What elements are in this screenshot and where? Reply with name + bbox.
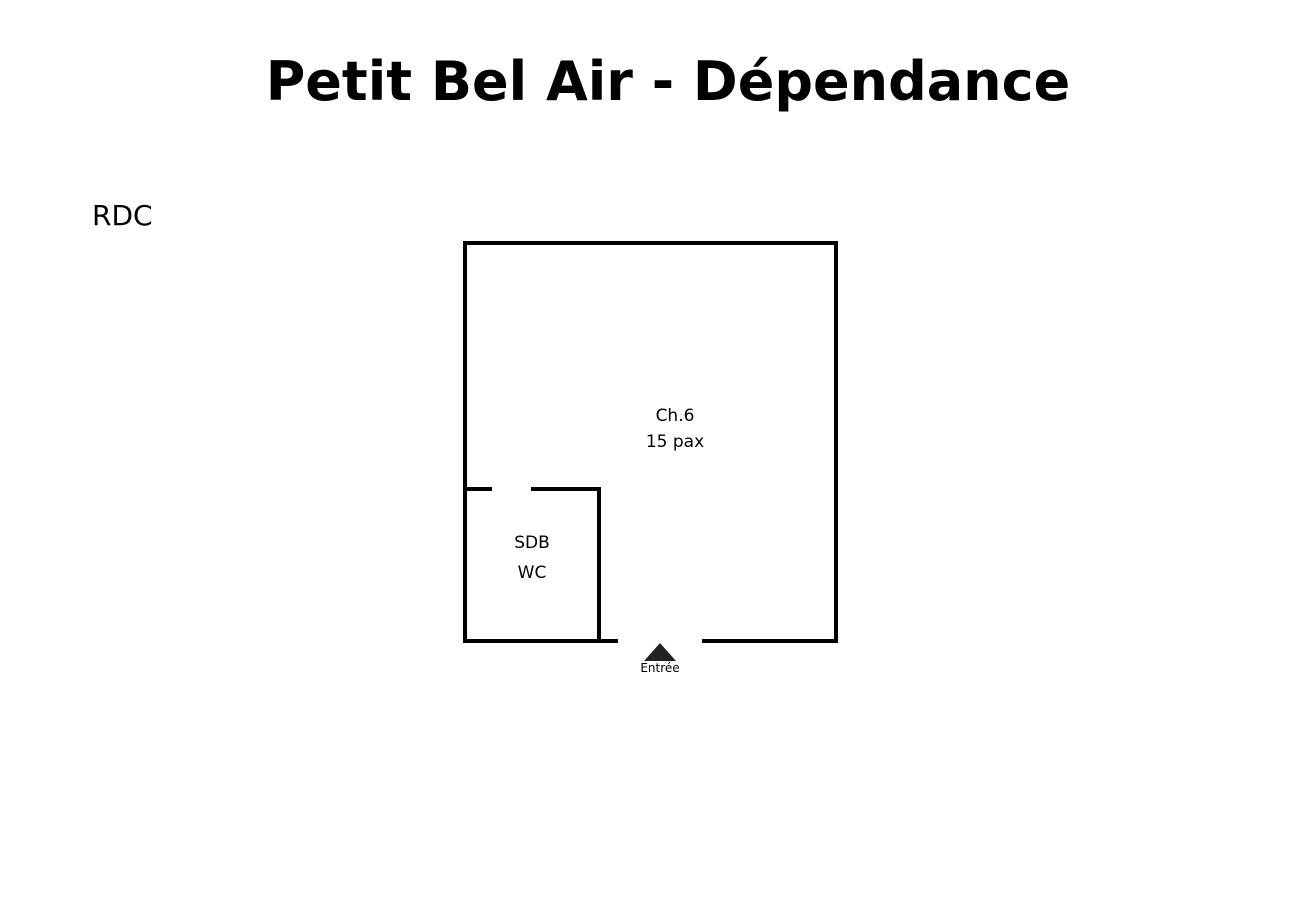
triangle-up-icon — [644, 643, 676, 661]
room-name: Ch.6 — [655, 406, 695, 426]
entrance-label: Entrée — [640, 661, 680, 675]
floor-label: RDC — [92, 199, 153, 232]
walls — [463, 241, 838, 643]
room-sub: WC — [517, 563, 547, 583]
room-sdb: SDB WC — [482, 528, 582, 588]
room-name: SDB — [514, 533, 550, 553]
bathroom-wall-right — [531, 487, 601, 643]
outer-wall — [463, 241, 838, 643]
room-ch6: Ch.6 15 pax — [625, 403, 725, 455]
page-title: Petit Bel Air - Dépendance — [265, 50, 1071, 113]
room-capacity: 15 pax — [645, 432, 705, 452]
